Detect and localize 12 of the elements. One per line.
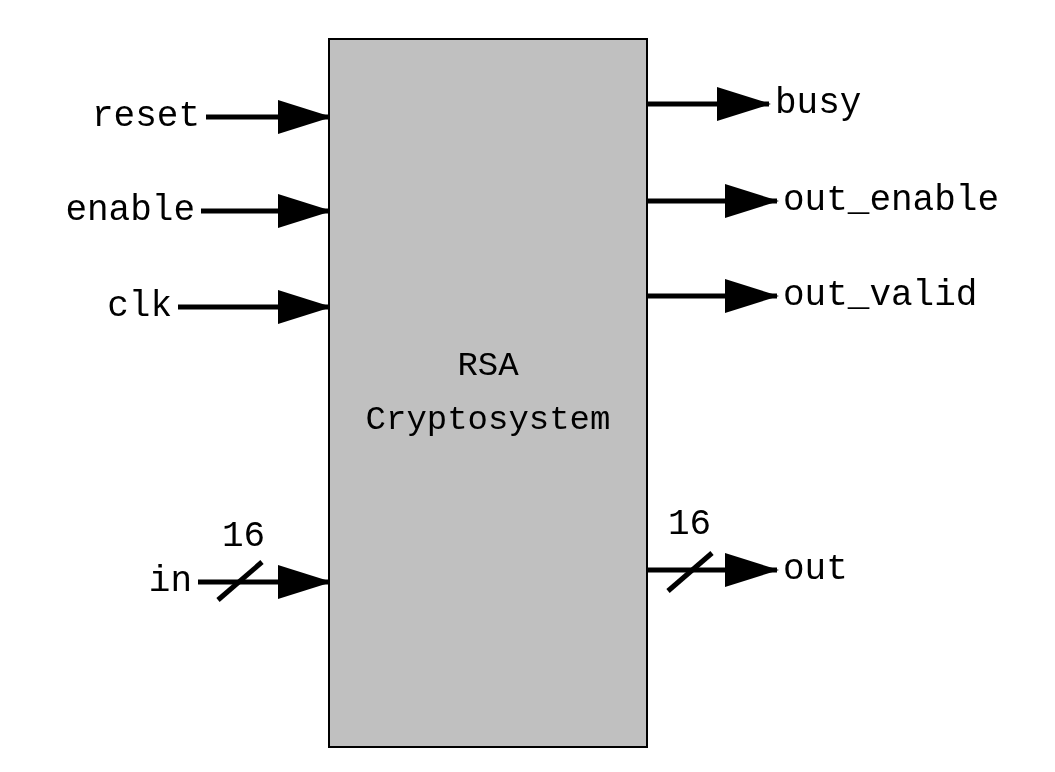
input-signal-label: reset [91, 97, 200, 137]
bus-width-label: 16 [668, 505, 712, 545]
output-signal-label: out [783, 550, 848, 590]
bus-width-label: 16 [222, 517, 266, 557]
input-signal-label: clk [107, 287, 172, 327]
input-signal-label: in [148, 562, 192, 602]
module-block [328, 38, 648, 748]
module-name: RSA Cryptosystem [364, 346, 612, 441]
output-signal-label: out_enable [783, 181, 1000, 221]
output-signal-label: busy [775, 84, 862, 124]
input-signal-label: enable [65, 191, 195, 231]
output-signal-label: out_valid [783, 276, 978, 316]
